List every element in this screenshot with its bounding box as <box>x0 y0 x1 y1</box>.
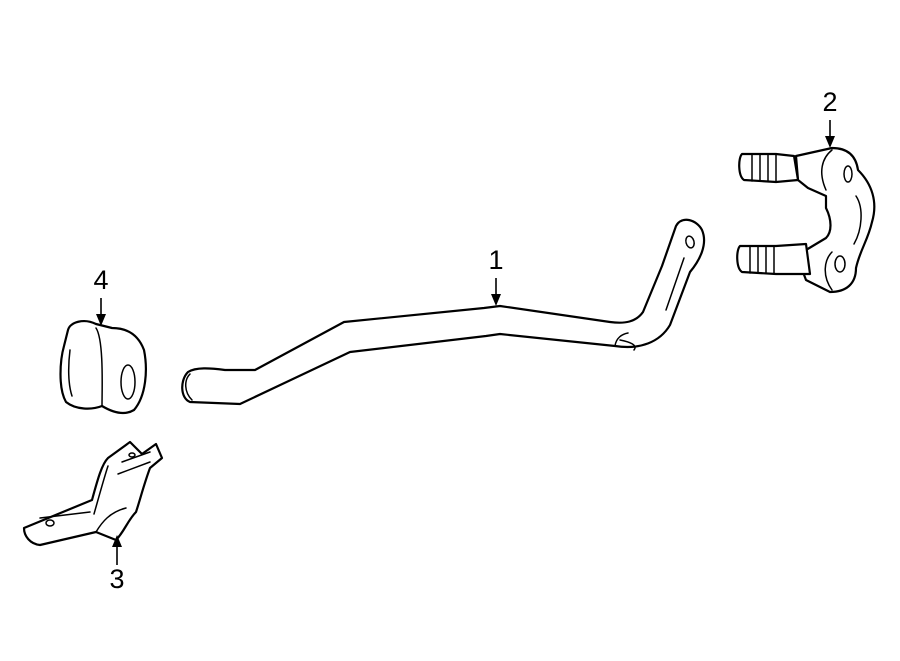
bushing-bracket <box>22 440 164 547</box>
callout-label-2: 2 <box>822 87 837 117</box>
callout-arrow-3 <box>112 535 122 547</box>
callout-3: 3 <box>109 535 125 594</box>
callout-arrow-4 <box>96 314 106 326</box>
stabilizer-link <box>736 146 876 294</box>
callout-label-1: 1 <box>488 245 503 275</box>
callout-arrow-2 <box>825 136 835 148</box>
callout-label-3: 3 <box>109 564 124 594</box>
callout-2: 2 <box>822 87 838 148</box>
callout-4: 4 <box>93 265 109 326</box>
bushing <box>59 320 147 415</box>
callout-1: 1 <box>488 245 504 306</box>
callout-arrow-1 <box>491 294 501 306</box>
stabilizer-bar <box>181 218 706 406</box>
callout-label-4: 4 <box>93 265 108 295</box>
